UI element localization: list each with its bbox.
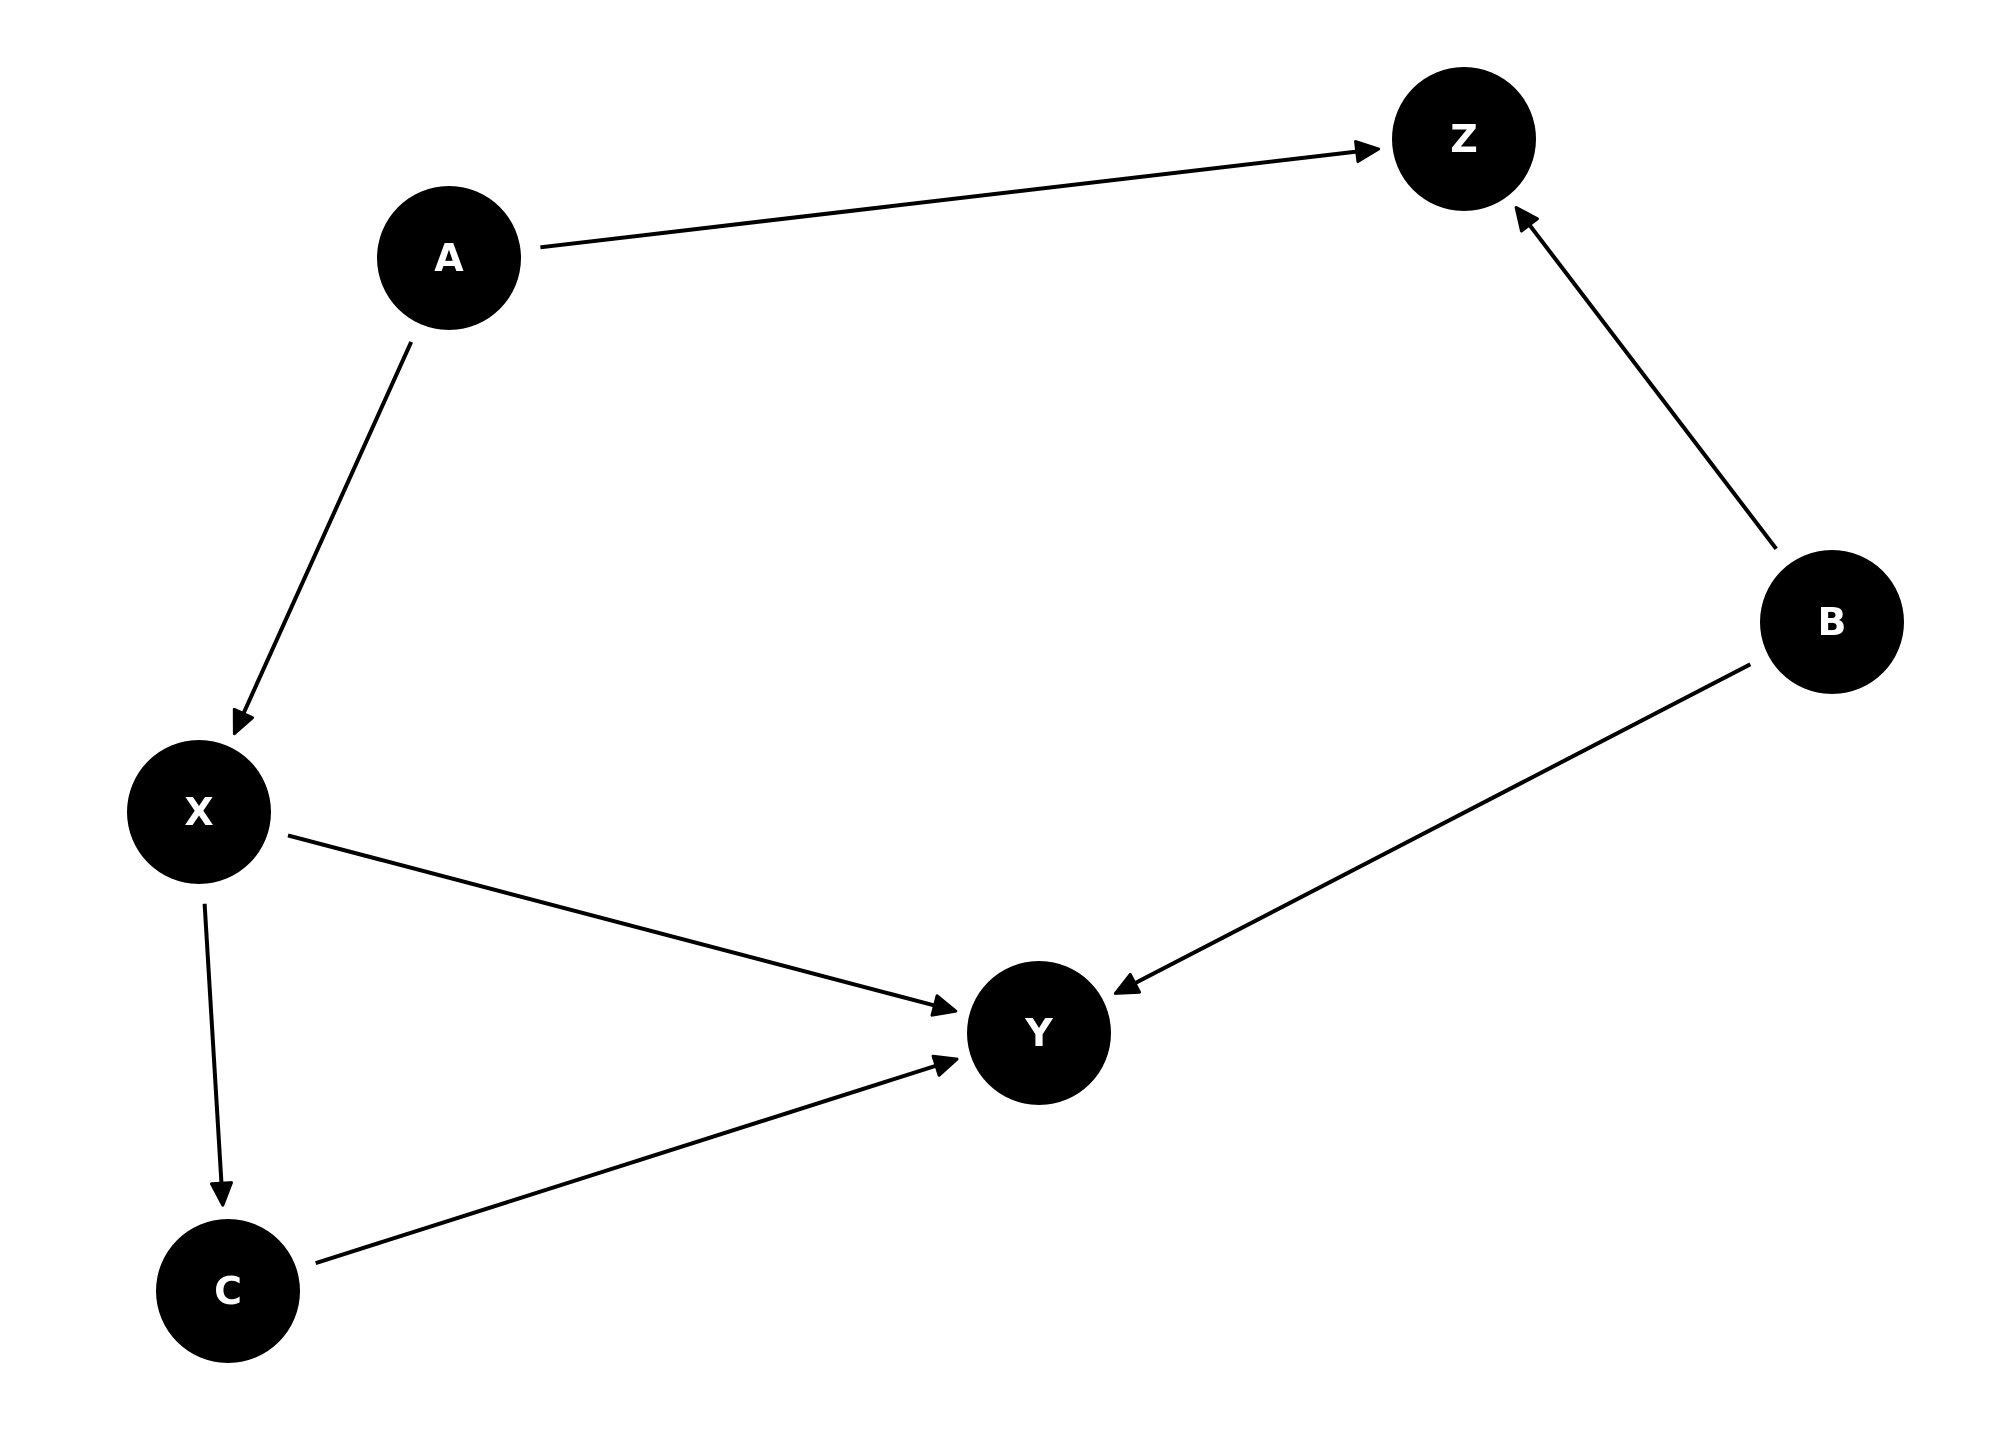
edge-x-to-c-arrowhead: [210, 1181, 233, 1207]
edge-b-to-y-arrowhead: [1113, 972, 1141, 995]
node-z-label: Z: [1450, 117, 1478, 161]
edge-c-to-y-line: [315, 1062, 941, 1266]
edge-a-to-x-line: [239, 341, 414, 719]
node-y-circle: [967, 961, 1111, 1105]
edge-x-to-c-line: [202, 903, 224, 1188]
node-a-circle: [377, 186, 521, 330]
node-c-circle: [156, 1219, 300, 1363]
edge-x-to-y-line: [287, 833, 939, 1009]
edge-b-to-z-arrowhead: [1514, 205, 1539, 233]
node-b-label: B: [1818, 600, 1847, 644]
node-y[interactable]: Y: [967, 961, 1111, 1105]
edge-b-to-y: [1113, 662, 1752, 995]
node-a-label: A: [434, 236, 464, 280]
node-y-label: Y: [1024, 1011, 1053, 1055]
node-x-circle: [127, 740, 271, 884]
node-z-circle: [1392, 67, 1536, 211]
edge-a-to-x: [232, 341, 414, 736]
node-b[interactable]: B: [1760, 550, 1904, 694]
edge-a-to-z-line: [540, 149, 1361, 250]
edge-layer: [202, 140, 1778, 1266]
node-z[interactable]: Z: [1392, 67, 1536, 211]
edge-b-to-z-line: [1525, 220, 1778, 551]
edge-a-to-z-arrowhead: [1354, 140, 1381, 163]
edge-c-to-y: [315, 1054, 959, 1266]
edge-x-to-y-arrowhead: [930, 994, 958, 1017]
edge-a-to-x-arrowhead: [232, 707, 254, 736]
node-c[interactable]: C: [156, 1219, 300, 1363]
node-x-label: X: [184, 790, 213, 834]
edge-b-to-y-line: [1130, 662, 1752, 987]
node-b-circle: [1760, 550, 1904, 694]
edge-x-to-c: [202, 903, 233, 1207]
node-x[interactable]: X: [127, 740, 271, 884]
node-c-label: C: [214, 1269, 242, 1313]
edge-b-to-z: [1514, 205, 1778, 551]
edge-a-to-z: [540, 140, 1381, 250]
edge-x-to-y: [287, 833, 958, 1017]
node-layer: A Z X B Y C: [127, 67, 1904, 1363]
node-a[interactable]: A: [377, 186, 521, 330]
edge-c-to-y-arrowhead: [931, 1054, 959, 1077]
